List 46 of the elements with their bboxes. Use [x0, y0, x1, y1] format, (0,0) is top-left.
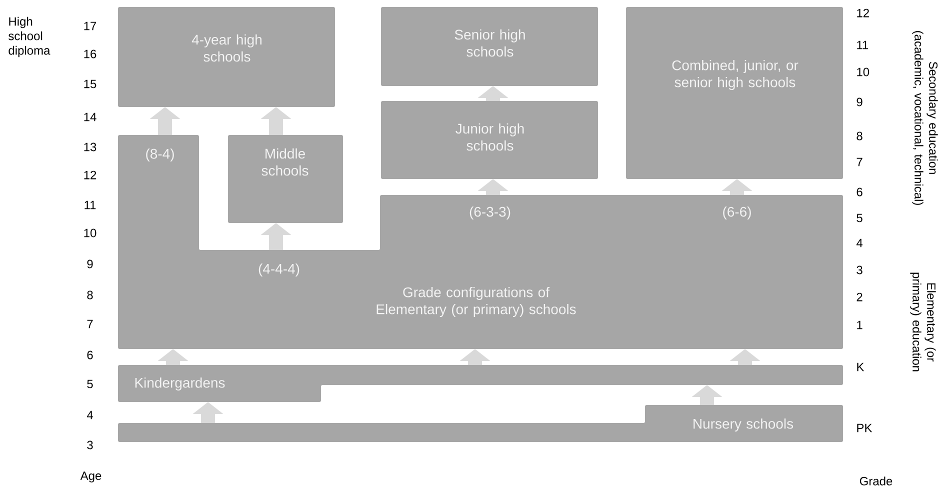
age-number: 5: [87, 380, 93, 388]
age-number: 12: [84, 170, 96, 180]
school-block: Nursery schools: [118, 405, 843, 442]
grade-number: K: [857, 362, 864, 372]
grade-number: 10: [857, 68, 870, 76]
node-label: (6-3-3): [470, 206, 510, 220]
age-number: 4: [86, 410, 93, 420]
age-number: 3: [87, 440, 93, 450]
grade-number: 6: [856, 188, 862, 196]
grade-number: PK: [857, 424, 872, 432]
node-label: (8-4): [146, 148, 174, 162]
grade-number: 1: [857, 320, 862, 330]
grade-number: 12: [857, 8, 869, 18]
grade-number: 2: [856, 292, 862, 302]
school-box: Senior high schools: [381, 7, 598, 86]
age-number: 11: [84, 200, 96, 210]
age-number: 10: [84, 228, 96, 238]
school-box: Junior high schools: [381, 101, 598, 179]
grade-number: 3: [856, 266, 862, 274]
grade-number: 5: [856, 214, 862, 222]
axis-title: Grade: [860, 476, 892, 486]
school-box: 4-year high schools: [118, 7, 335, 107]
grade-number: 8: [856, 132, 862, 140]
grade-number: 4: [856, 238, 863, 248]
level-label: Secondary education (academic, vocational, technical): [912, 31, 938, 205]
age-number: 15: [84, 80, 96, 88]
grade-number: 9: [856, 98, 862, 106]
age-number: 6: [87, 350, 93, 360]
grade-number: 7: [856, 158, 862, 166]
age-number: 17: [84, 22, 96, 30]
age-number: 9: [87, 260, 93, 268]
axis-title: Age: [80, 472, 102, 482]
school-box: Middle schools: [228, 135, 343, 223]
age-number: 8: [87, 290, 93, 300]
school-block: Kindergardens: [118, 365, 843, 402]
age-number: 7: [87, 320, 93, 328]
school-box: Combined, junior, or senior high schools: [626, 7, 843, 179]
node-label: (6-6): [723, 206, 751, 220]
level-label: Elementary (or primary) education: [910, 272, 936, 372]
age-number: 14: [84, 112, 96, 122]
diploma-label: High school diploma: [8, 16, 50, 58]
grade-number: 11: [857, 40, 868, 50]
node-label: (4-4-4): [258, 263, 300, 277]
age-number: 16: [84, 50, 96, 58]
age-number: 13: [84, 142, 96, 152]
node-label: Grade configurations of Elementary (or primary) schools: [376, 286, 576, 318]
